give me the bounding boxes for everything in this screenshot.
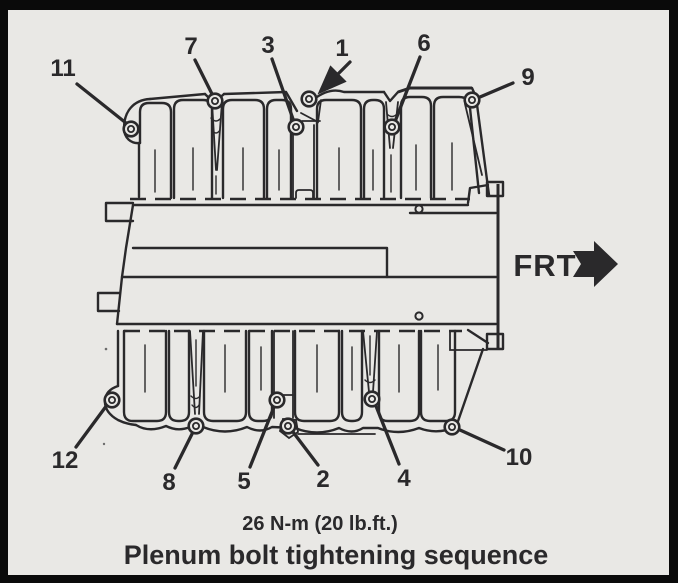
bolt-circle-inner xyxy=(108,395,117,404)
callout-6: 6 xyxy=(383,30,431,136)
frt-arrow-icon xyxy=(573,241,618,287)
leader-line xyxy=(478,81,515,99)
callout-3: 3 xyxy=(261,32,305,136)
leader-line xyxy=(173,430,195,470)
callout-5: 5 xyxy=(237,391,286,495)
unnumbered-bolt-hole xyxy=(414,311,424,321)
leader-line xyxy=(193,58,214,96)
callout-8: 8 xyxy=(162,417,205,496)
leader-line xyxy=(317,60,352,95)
frt-label: FRT xyxy=(513,248,576,283)
callout-9: 9 xyxy=(463,64,535,109)
bolt-circle-inner xyxy=(191,421,200,430)
callout-10: 10 xyxy=(443,418,533,471)
callout-number: 11 xyxy=(50,55,75,82)
bolt-circle-inner xyxy=(283,421,292,430)
callout-number: 3 xyxy=(261,32,274,59)
callout-number: 4 xyxy=(397,465,411,492)
callout-number: 2 xyxy=(316,466,329,493)
bolt-circle-inner xyxy=(304,95,313,104)
leader-line xyxy=(270,57,295,121)
bolt-circle-inner xyxy=(447,422,456,431)
leader-line xyxy=(248,405,276,469)
unnumbered-bolt-hole xyxy=(414,204,424,214)
callout-number: 1 xyxy=(335,35,348,62)
bolt-circle-inner xyxy=(272,395,281,404)
bolt-circle-inner xyxy=(367,394,376,403)
callout-number: 5 xyxy=(237,468,250,495)
callout-1: 1 xyxy=(300,35,352,108)
torque-spec-label: 26 N-m (20 lb.ft.) xyxy=(242,513,398,535)
leader-line xyxy=(74,403,109,449)
bolt-circle-inner xyxy=(387,123,396,132)
callout-12: 12 xyxy=(52,391,121,474)
callout-number: 10 xyxy=(506,444,533,471)
leader-line xyxy=(75,82,128,125)
leader-line xyxy=(458,428,506,452)
callout-number: 6 xyxy=(417,30,430,57)
leader-line xyxy=(394,55,422,121)
figure-caption: Plenum bolt tightening sequence xyxy=(124,540,549,570)
callout-number: 12 xyxy=(52,447,79,474)
callout-4: 4 xyxy=(363,390,411,492)
leader-line xyxy=(291,430,320,467)
bolt-circle-inner xyxy=(127,125,136,134)
callout-number: 7 xyxy=(184,33,197,60)
bolt-circle-inner xyxy=(467,96,476,105)
callout-7: 7 xyxy=(184,33,224,110)
callout-11: 11 xyxy=(50,55,140,138)
callout-number: 9 xyxy=(521,64,534,91)
frt-direction-indicator: FRT xyxy=(513,241,618,287)
callout-number: 8 xyxy=(162,469,175,496)
bolt-circle-inner xyxy=(291,123,300,132)
callout-2: 2 xyxy=(279,417,330,493)
bolt-circle-inner xyxy=(210,97,219,106)
leader-line xyxy=(374,404,401,466)
